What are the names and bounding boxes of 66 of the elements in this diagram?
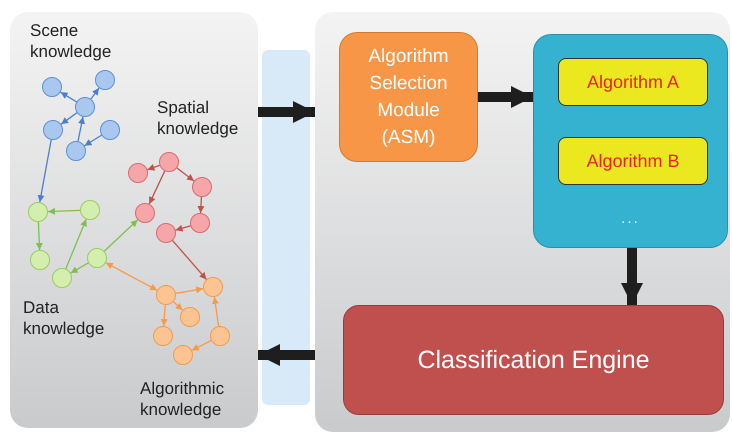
arrow [148, 170, 166, 204]
arrow [147, 164, 160, 171]
block-arrow [621, 248, 643, 305]
module-box [339, 32, 478, 162]
arrow [106, 262, 158, 291]
algorithm-box [558, 137, 708, 185]
arrow [70, 262, 89, 274]
arrow [172, 301, 184, 311]
cluster-label: Algorithmic knowledge [140, 378, 226, 420]
graph-node-circle [80, 200, 100, 220]
block-arrow [258, 344, 315, 366]
graph-node-circle [42, 77, 62, 97]
arrow [48, 208, 80, 215]
algorithm-container [533, 34, 728, 248]
graph-node-circle [156, 285, 176, 305]
graph-node-circle [100, 120, 120, 140]
block-arrow [258, 101, 315, 123]
arrow [175, 224, 191, 232]
panel-background [10, 12, 258, 428]
arrow [172, 240, 207, 280]
graph-node-circle [190, 213, 210, 233]
graph-node-circle [75, 97, 95, 117]
ellipsis-text: ... [620, 210, 641, 227]
algorithm-box [558, 58, 708, 106]
arrow [104, 219, 138, 252]
arrow [176, 286, 204, 294]
graph-node-circle [43, 120, 63, 140]
node-label: Algorithm A [586, 72, 680, 92]
graph-node-circle [173, 345, 193, 365]
arrow [90, 88, 100, 100]
arrow [60, 92, 77, 102]
arrow [212, 296, 220, 326]
arrow [65, 219, 87, 269]
node-label: Classification Engine [417, 346, 650, 374]
arrow [84, 134, 102, 146]
arrow [77, 116, 86, 142]
node-label: Algorithm Selection Module (ASM) [367, 45, 450, 150]
arrow [176, 168, 194, 182]
block-arrow [478, 86, 533, 108]
graph-node-circle [95, 70, 115, 90]
cluster-label: Scene knowledge [30, 20, 112, 62]
graph-node-circle [87, 248, 107, 268]
arrow [197, 196, 204, 214]
graph-node-circle [28, 202, 48, 222]
graph-node-circle [156, 223, 176, 243]
arrow [36, 222, 43, 250]
node-label: Algorithm B [586, 150, 680, 172]
graph-node-circle [66, 141, 86, 161]
graph-node-circle [52, 268, 72, 288]
arrow [160, 304, 168, 326]
cluster-label: Data knowledge [23, 297, 106, 339]
graph-node-circle [203, 277, 223, 297]
graph-node-circle [30, 250, 50, 270]
arrow [192, 340, 212, 351]
graph-node-circle [180, 307, 200, 327]
arrow [60, 112, 78, 125]
graph-node-circle [210, 326, 230, 346]
graph-node-circle [128, 163, 148, 183]
graph-node-circle [192, 177, 212, 197]
engine-box [343, 305, 724, 415]
cluster-label: Spatial knowledge [157, 97, 240, 139]
graph-node-circle [159, 152, 179, 172]
graph-node-circle [153, 326, 173, 346]
arrow [38, 140, 52, 202]
panel-background [315, 12, 730, 432]
graph-node-circle [135, 203, 155, 223]
